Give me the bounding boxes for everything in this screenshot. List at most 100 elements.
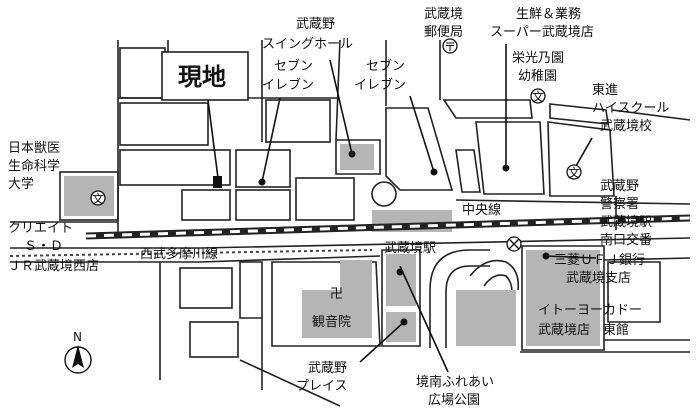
label-toshin-2: ハイスクール: [592, 101, 669, 116]
current-location-label: 現地: [178, 63, 226, 91]
block: [442, 99, 533, 119]
plaza-road: [429, 249, 490, 348]
road: [603, 257, 691, 261]
label-swing-hall-2: スイングホール: [262, 37, 353, 52]
road: [455, 199, 691, 205]
block: [547, 121, 615, 197]
road: [199, 255, 381, 263]
seibu-tamagawa-line: [9, 249, 373, 257]
seven-eleven-dot: [430, 168, 438, 176]
swing-hall-dot: [348, 150, 356, 158]
label-university-3: 大学: [8, 176, 34, 192]
north-label: N: [73, 330, 82, 344]
label-toshin-3: 武蔵境校: [600, 118, 652, 134]
current-location-pin: [213, 176, 222, 188]
block: [295, 177, 355, 221]
svg-text:文: 文: [568, 165, 580, 180]
leader: [359, 321, 405, 363]
swing-hall-building: [340, 144, 374, 170]
current-location: 現地: [161, 51, 249, 188]
ito-yokado-west: [456, 290, 516, 346]
seibu-rail: [9, 249, 373, 257]
musashino-place-annex: [386, 312, 416, 342]
kindergarten-school-icon: 文: [530, 88, 546, 104]
symbols: 〒 文 文 文 卍: [90, 38, 582, 302]
road: [335, 39, 341, 141]
block: [475, 121, 545, 195]
station-north-roundabout: [371, 181, 397, 207]
supermarket-dot: [502, 164, 510, 172]
label-ito-yokado-2: 武蔵境店 東館: [538, 322, 629, 338]
label-seven-eleven-2b: イレブン: [354, 77, 406, 93]
label-place-2: プレイス: [296, 379, 348, 394]
leader: [545, 255, 597, 259]
label-bank-2: 武蔵境支店: [566, 271, 631, 286]
label-police-3: 武蔵境駅: [600, 215, 652, 230]
university-school-icon: 文: [90, 190, 106, 206]
label-station: 武蔵境駅: [384, 241, 436, 256]
label-toshin-1: 東進: [592, 82, 618, 98]
label-seven-eleven-1a: セブン: [274, 58, 313, 74]
label-park-2: 広場公園: [428, 393, 480, 408]
label-supermarket-2: スーパー武蔵境店: [490, 25, 594, 40]
highschool-school-icon: 文: [566, 164, 582, 180]
labels: 武蔵野 スイングホール セブン イレブン セブン イレブン 武蔵境 郵便局 生鮮…: [8, 6, 669, 408]
label-police-4: 南口交番: [600, 232, 652, 248]
kannon-in-building: [302, 260, 372, 338]
block: [179, 267, 233, 309]
block: [119, 47, 166, 99]
leader: [329, 59, 353, 155]
label-kindergarten-2: 幼稚園: [518, 69, 557, 84]
compass-needle-icon: [72, 345, 84, 368]
label-university-2: 生命科学: [8, 158, 60, 174]
label-kindergarten-1: 栄光乃園: [512, 51, 564, 66]
place-dot: [400, 318, 408, 326]
temple-icon: 卍: [330, 287, 343, 302]
post-office-icon: 〒: [442, 38, 458, 54]
leader: [575, 137, 593, 167]
label-supermarket-1: 生鮮＆業務: [516, 6, 581, 22]
label-seven-eleven-1b: イレブン: [262, 77, 314, 93]
label-kannon-in: 観音院: [312, 314, 351, 330]
block: [189, 321, 239, 358]
jr-chuo-line: [85, 214, 691, 240]
label-police-1: 武蔵野: [600, 179, 639, 194]
block: [455, 149, 481, 193]
university-building: [64, 176, 114, 216]
bank-dot: [542, 252, 550, 260]
plaza-road: [483, 274, 513, 293]
block: [119, 149, 231, 186]
current-location-leader: [207, 99, 219, 179]
block: [385, 107, 454, 191]
label-seibu-line: 西武多摩川線: [140, 246, 218, 262]
current-location-box: [161, 51, 249, 101]
leaders: [258, 44, 597, 373]
leader: [409, 95, 435, 173]
label-bank-1: 三菱ＵＦＪ銀行: [554, 253, 645, 268]
label-university-1: 日本獣医: [8, 141, 60, 156]
label-post-office-1: 武蔵境: [424, 7, 463, 22]
label-chuo-line: 中央線: [462, 202, 501, 218]
station-south-plaza: [371, 181, 520, 348]
label-create-3: ＪＲ武蔵境西店: [8, 259, 99, 274]
label-create-1: クリエイト: [8, 221, 73, 236]
station-south-dot: [396, 268, 404, 276]
svg-text:文: 文: [532, 89, 544, 104]
label-seven-eleven-2a: セブン: [366, 58, 405, 74]
block: [265, 99, 331, 143]
north-arrow: N: [64, 330, 92, 374]
plaza-road: [445, 265, 490, 348]
seven-eleven-dot: [258, 178, 266, 186]
label-police-2: 警察署: [600, 196, 639, 212]
ito-yokado-building: [526, 250, 600, 346]
road: [611, 109, 691, 121]
svg-text:文: 文: [92, 191, 104, 206]
block: [239, 261, 263, 319]
musashino-place-building: [386, 254, 416, 306]
block: [235, 189, 291, 221]
svg-text:〒: 〒: [444, 40, 456, 54]
label-create-2: Ｓ・Ｄ: [24, 239, 63, 254]
roads: [10, 39, 691, 407]
